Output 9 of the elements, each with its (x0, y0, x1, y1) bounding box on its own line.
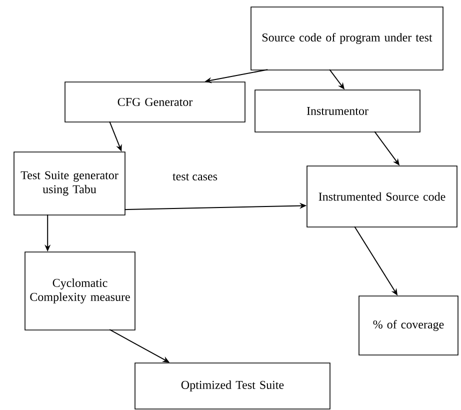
process-box: Source code of program under test (250, 6, 444, 70)
process-box: Instrumentor (254, 90, 420, 132)
edge-label: test cases (172, 172, 218, 182)
process-box: Test Suite generator using Tabu (14, 152, 126, 216)
process-box: % of coverage (358, 296, 458, 356)
process-box: Cyclomatic Complexity measure (24, 252, 136, 330)
process-box: Instrumented Source code (306, 166, 458, 228)
process-box: Optimized Test Suite (134, 362, 330, 410)
process-box: CFG Generator (64, 82, 246, 122)
